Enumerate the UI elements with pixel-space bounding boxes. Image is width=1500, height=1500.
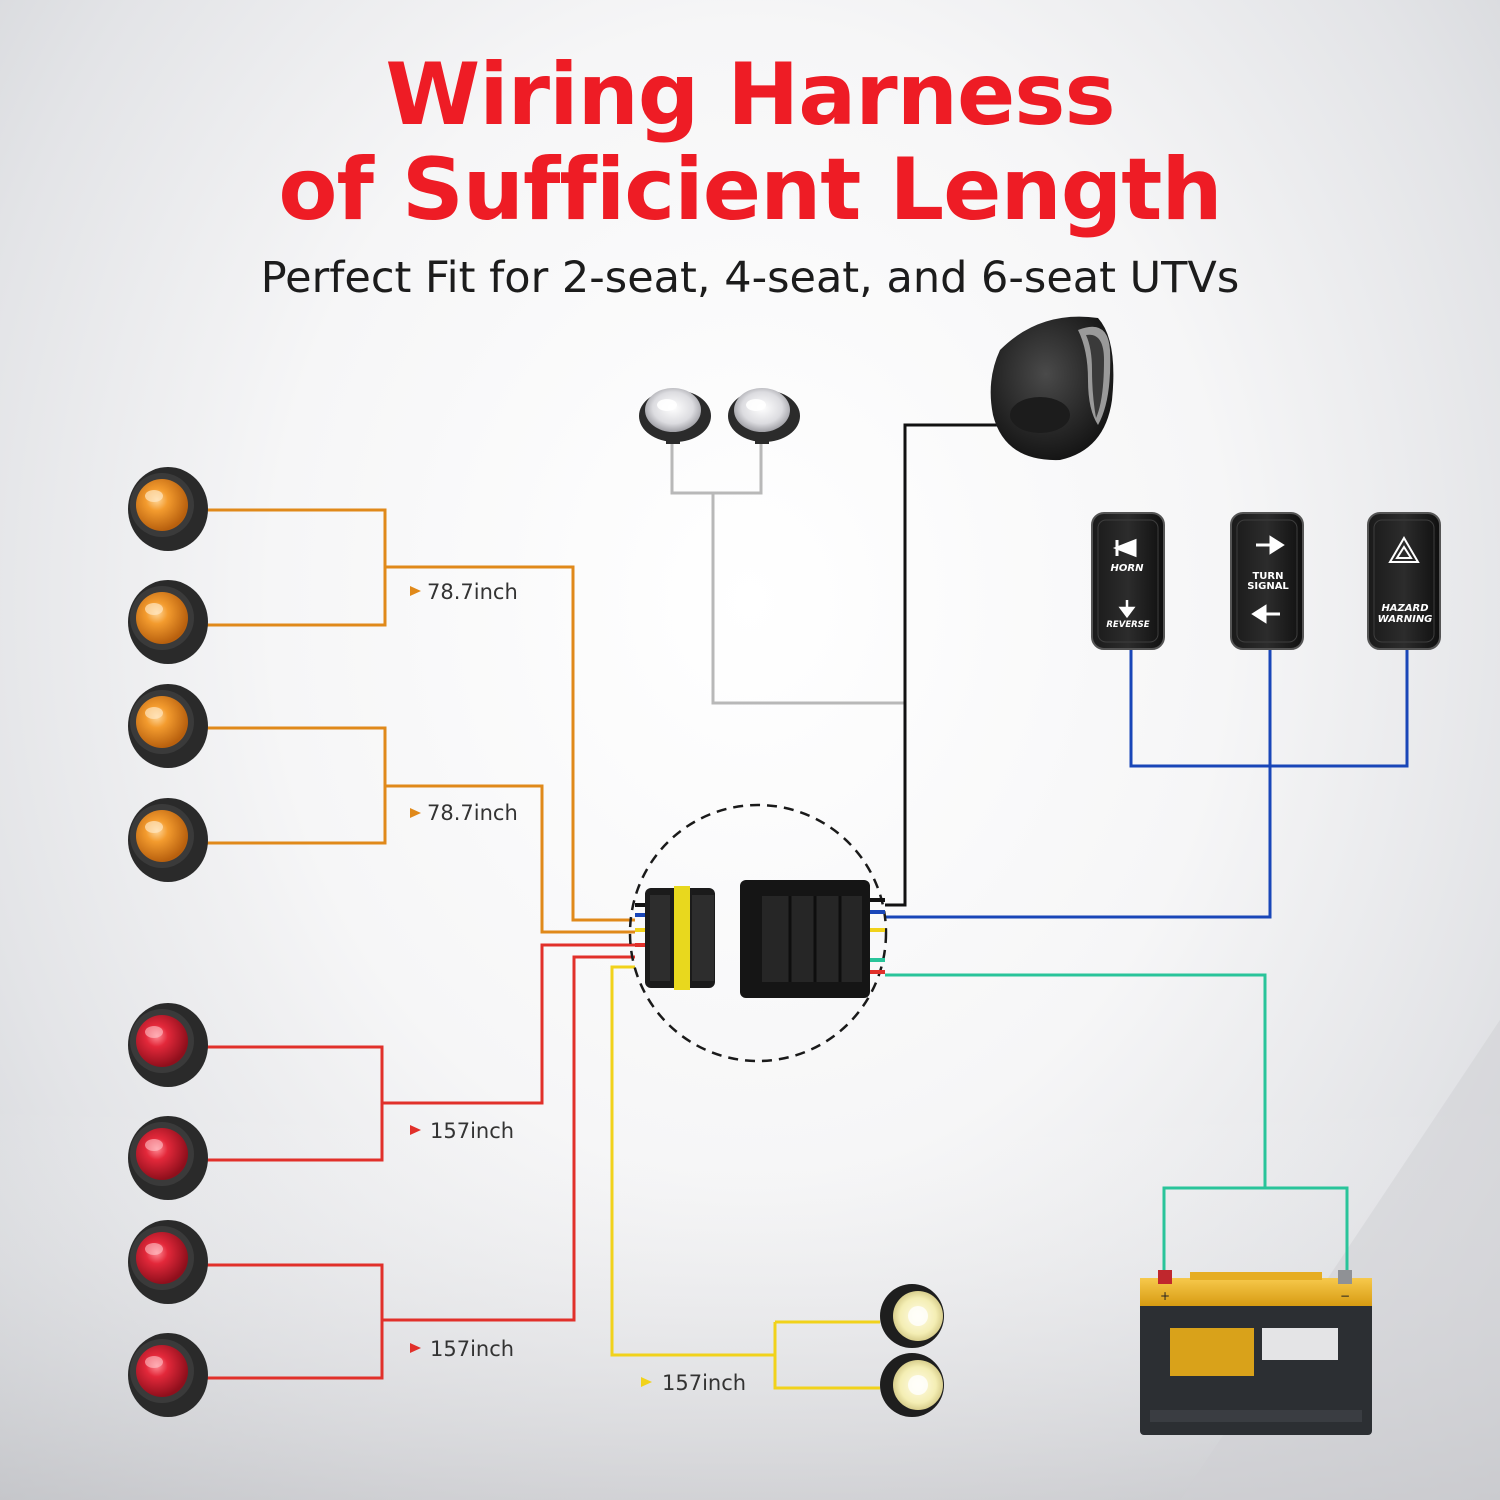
red-wire-upper [200, 943, 635, 1162]
switch-label-horn: HORN [1111, 563, 1145, 574]
switch-label-warning: WARNING [1378, 614, 1433, 625]
length-label-yellow: 157inch [641, 1371, 746, 1395]
amber-wire-upper [200, 508, 635, 922]
clear-marker-light-icon [639, 388, 711, 444]
horn-icon [990, 316, 1114, 461]
battery-minus-label: − [1340, 1289, 1350, 1303]
eagle-eye-light-icon [880, 1353, 944, 1417]
red-marker-light-icon [128, 1333, 208, 1417]
clear-marker-light-icon [728, 388, 800, 444]
switch-label-signal: SIGNAL [1247, 581, 1289, 592]
length-label-amber-lower: 78.7inch [410, 801, 518, 825]
black-wire [885, 423, 1000, 907]
svg-text:78.7inch: 78.7inch [427, 801, 518, 825]
red-marker-light-icon [128, 1003, 208, 1087]
red-marker-light-icon [128, 1116, 208, 1200]
eagle-eye-light-icon [880, 1284, 944, 1348]
page-title-line-2: of Sufficient Length [278, 140, 1222, 240]
amber-wire-lower [200, 726, 635, 934]
red-wire-lower [200, 955, 635, 1380]
battery-plus-label: + [1160, 1289, 1170, 1303]
amber-marker-light-icon [128, 580, 208, 664]
amber-marker-light-icon [128, 467, 208, 551]
arrow-down-icon [1118, 600, 1136, 619]
teal-wire [885, 973, 1349, 1280]
battery-positive-terminal [1158, 1270, 1172, 1284]
length-label-red-upper: 157inch [410, 1119, 514, 1143]
horn-reverse-switch: HORN REVERSE [1091, 512, 1165, 650]
switch-label-reverse: REVERSE [1106, 620, 1149, 630]
amber-marker-light-icon [128, 798, 208, 882]
yellow-wire [610, 965, 880, 1390]
amber-marker-light-icon [128, 684, 208, 768]
svg-text:157inch: 157inch [430, 1337, 514, 1361]
switch-label-hazard: HAZARD [1381, 603, 1428, 614]
battery-icon: + − [1140, 1270, 1372, 1435]
blue-wire [885, 650, 1409, 919]
turn-signal-switch: TURN SIGNAL [1230, 512, 1304, 650]
svg-text:157inch: 157inch [662, 1371, 746, 1395]
horn-symbol-icon [1112, 538, 1137, 558]
hazard-warning-switch: HAZARD WARNING [1367, 512, 1441, 650]
page-title-line-1: Wiring Harness [385, 45, 1115, 145]
arrow-right-icon [1256, 535, 1285, 555]
battery-negative-terminal [1338, 1270, 1352, 1284]
gray-wire [670, 437, 905, 705]
svg-text:157inch: 157inch [430, 1119, 514, 1143]
length-label-amber-upper: 78.7inch [410, 580, 518, 604]
length-label-red-lower: 157inch [410, 1337, 514, 1361]
red-marker-light-icon [128, 1220, 208, 1304]
hazard-triangle-icon [1388, 536, 1420, 563]
page-subtitle: Perfect Fit for 2-seat, 4-seat, and 6-se… [260, 253, 1240, 303]
waterproof-connector-icon [628, 803, 888, 1063]
arrow-left-icon [1251, 604, 1280, 624]
switch-label-turn: TURN [1252, 571, 1283, 582]
svg-text:78.7inch: 78.7inch [427, 580, 518, 604]
